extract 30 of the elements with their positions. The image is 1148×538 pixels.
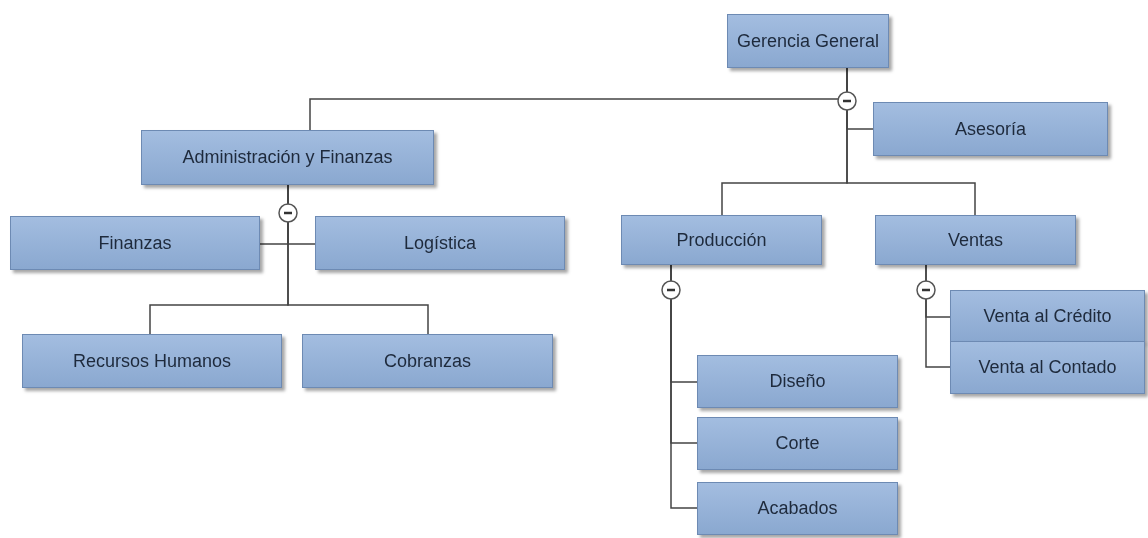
node-label: Venta al Crédito: [983, 305, 1112, 327]
node-label: Cobranzas: [383, 350, 471, 372]
node-label: Ventas: [947, 229, 1003, 251]
node-label: Gerencia General: [736, 30, 880, 52]
org-box: [141, 130, 434, 185]
org-box: [875, 215, 1076, 265]
node-label: Producción: [676, 229, 767, 251]
node-label: Venta al Contado: [978, 357, 1117, 378]
org-box: [302, 334, 553, 388]
connector-line: [925, 264, 951, 368]
org-box: [697, 482, 898, 535]
node-label: Recursos Humanos: [72, 350, 232, 372]
org-box: [697, 355, 898, 408]
node-label: Corte: [775, 433, 820, 454]
connector-line: [670, 264, 698, 509]
node-label: Diseño: [769, 371, 826, 392]
org-box: [315, 216, 565, 270]
org-box: [727, 14, 889, 68]
org-box: [873, 102, 1108, 156]
node-label: Logística: [403, 232, 476, 254]
node-label: Acabados: [757, 498, 838, 519]
org-box: [22, 334, 282, 388]
org-box: [621, 215, 822, 265]
org-box: [697, 417, 898, 470]
node-label: Finanzas: [98, 232, 172, 254]
node-label: Asesoría: [954, 118, 1026, 140]
org-box: [10, 216, 260, 270]
org-box: [950, 290, 1145, 342]
org-box: [950, 341, 1145, 394]
node-label: Administración y Finanzas: [182, 147, 393, 168]
